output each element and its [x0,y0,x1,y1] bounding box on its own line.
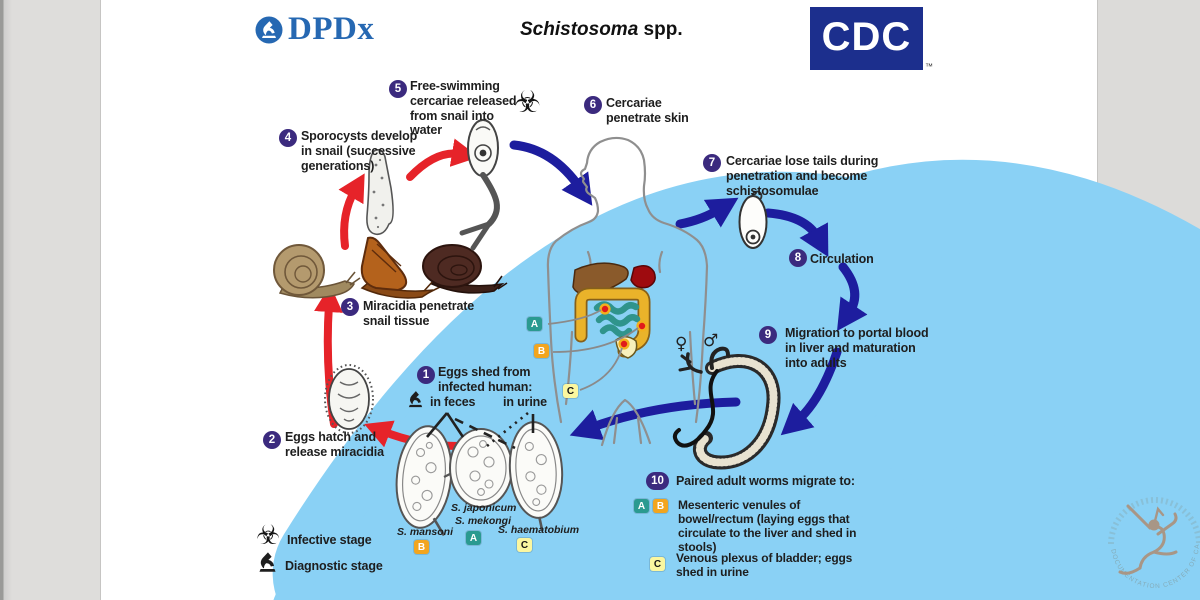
step-circle-3: 3 [341,298,359,316]
blue-arrows [509,140,868,441]
egg-mansoni [395,425,453,537]
cdc-logo: CDC [810,7,923,70]
cercaria [459,119,500,251]
species-mansoni-label: S. mansoni [397,526,454,538]
arrow-sporocyst-to-cercaria [406,138,479,181]
step-circle-9: 9 [759,326,777,344]
species-mansoni-marker: B [414,540,429,554]
biohazard-icon: ☣ [514,85,541,120]
species-japonicum-label: S. japonicum [451,502,517,514]
step-circle-2: 2 [263,431,281,449]
step-text-4: Sporocysts develop in snail (successive … [301,129,418,173]
dpdx-logo: DPDx [254,13,374,46]
legend-infective-label: Infective stage [287,533,372,547]
leader-lines [547,309,639,391]
step-text-3: Miracidia penetrate snail tissue [363,299,475,328]
step-text-8: Circulation [810,252,874,266]
step-text-1: Eggs shed from infected human: [438,365,533,394]
arrow-migration-to-worms [780,347,842,436]
cdc-trademark: ™ [925,62,933,71]
torso-marker-b: B [534,344,549,358]
sporocyst [366,149,394,236]
species-haematobium-label: S. haematobium [498,524,580,536]
step-text-2: Eggs hatch and release miracidia [285,430,384,459]
arrow-circulation-to-migration [837,262,868,331]
spleen [630,265,656,289]
species-japonicum-marker: A [466,531,481,545]
snail-right [422,244,508,294]
miracidium [324,364,374,434]
egg-haematobium [508,421,564,531]
step-circle-5: 5 [389,80,407,98]
marker-a: A [634,499,649,513]
torso-marker-a: A [527,317,542,331]
cdc-wordmark: CDC [821,15,912,59]
arrow-schistosomula-to-circulation [763,208,829,257]
legend-diagnostic-label: Diagnostic stage [285,559,383,573]
title-suffix: spp. [638,19,683,40]
arrow-snail-to-sporocyst [338,173,365,250]
adult-worms [672,346,781,470]
destination-ab-text: Mesenteric venules of bowel/rectum (layi… [678,498,857,555]
step-text-7: Cercariae lose tails during penetration … [726,154,879,198]
torso-marker-c: C [563,384,578,398]
arrow-shoulder-to-schistosomula [675,197,739,229]
step-text-5: Free-swimming cercariae released from sn… [410,79,517,138]
snail-left [273,244,361,299]
step-text-10: Paired adult worms migrate to: [676,474,855,488]
step-circle-10: 10 [646,472,669,490]
infection-sites [599,303,648,350]
snail-middle [360,236,441,299]
arrow-cercaria-to-skin [509,140,593,206]
shedding-connectors [426,411,535,450]
destination-c-text: Venous plexus of bladder; eggs shed in u… [676,551,853,580]
legend-biohazard-icon: ☣ [256,520,281,551]
arrow-worms-to-eggs [569,397,741,441]
dpdx-microscope-icon [255,16,283,43]
male-symbol: ♂ [703,331,719,351]
schistosomula [738,190,768,249]
colon-fill [576,289,649,356]
left-gutter [0,0,100,600]
female-symbol: ♀ [675,334,688,354]
dpdx-wordmark: DPDx [288,11,375,47]
step-circle-1: 1 [417,366,435,384]
step-circle-6: 6 [584,96,602,114]
step-text-9: Migration to portal blood in liver and m… [785,326,929,370]
step-circle-8: 8 [789,249,807,267]
marker-b: B [653,499,668,513]
marker-c: C [650,557,665,571]
species-haematobium-marker: C [517,538,532,552]
page-title: Schistosoma spp. [520,19,683,41]
title-genus: Schistosoma [520,19,639,40]
species-mekongi-label: S. mekongi [455,515,512,527]
in-urine-label: in urine [503,395,547,409]
step-circle-7: 7 [703,154,721,172]
in-feces-label: in feces [430,395,476,409]
step-circle-4: 4 [279,129,297,147]
step-text-6: Cercariae penetrate skin [606,96,689,125]
